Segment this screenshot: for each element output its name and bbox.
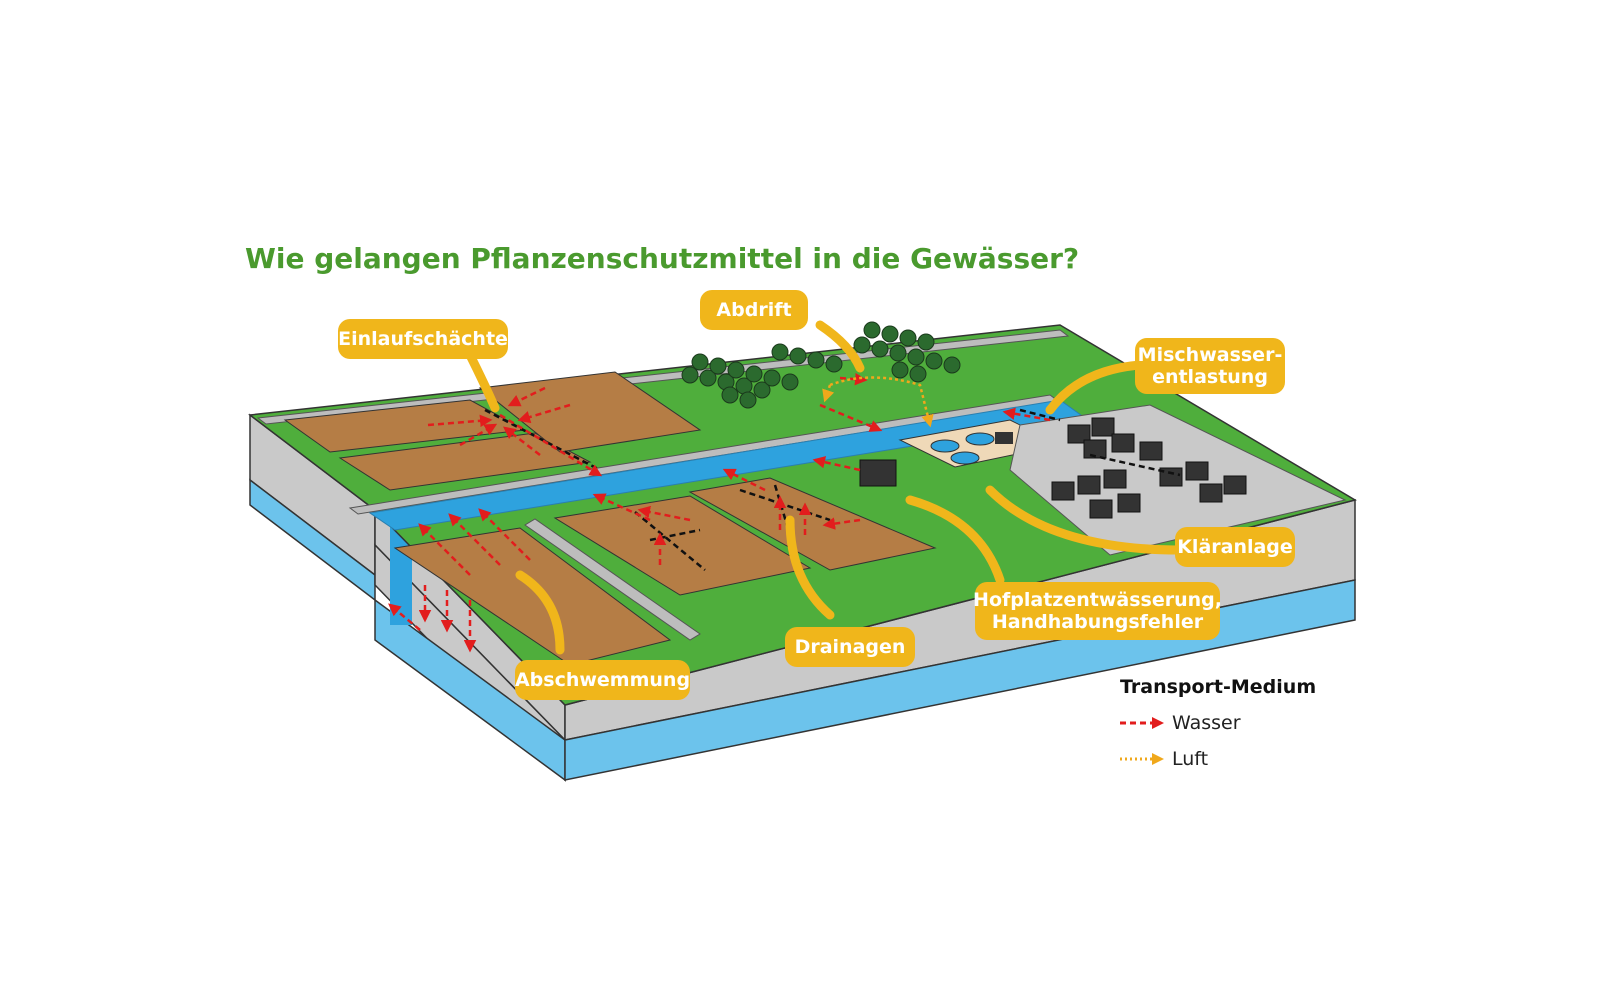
- callout-mischwasserentlastung: Mischwasser- entlastung: [1135, 338, 1285, 394]
- air-arrows: [822, 376, 934, 428]
- callout-einlaufschaechte: Einlaufschächte: [338, 319, 508, 359]
- settlement: [859, 404, 1347, 556]
- callout-mischwasser-line2: entlastung: [1152, 366, 1268, 388]
- callout-hofplatz-line1: Hofplatzentwässerung,: [973, 589, 1222, 611]
- orchard-trees: [681, 321, 961, 409]
- legend-title: Transport-Medium: [1120, 676, 1317, 698]
- callout-abschwemmung: Abschwemmung: [515, 660, 690, 700]
- legend-item-wasser: Wasser: [1120, 712, 1241, 734]
- callout-leaders: [465, 320, 1185, 655]
- legend-label-wasser: Wasser: [1172, 712, 1241, 734]
- callout-hofplatzentwaesserung: Hofplatzentwässerung, Handhabungsfehler: [973, 582, 1222, 640]
- fields-front: [393, 477, 937, 666]
- callout-klaeranlage: Kläranlage: [1175, 527, 1295, 567]
- legend-item-luft: Luft: [1120, 748, 1208, 770]
- callout-abdrift: Abdrift: [700, 290, 808, 330]
- callout-mischwasser-line1: Mischwasser-: [1137, 344, 1283, 366]
- orange-dotted-arrow-icon: [1120, 753, 1164, 765]
- water-arrows: [388, 372, 1051, 653]
- callout-hofplatz-line2: Handhabungsfehler: [991, 611, 1204, 633]
- red-dashed-arrow-icon: [1120, 717, 1164, 729]
- legend-label-luft: Luft: [1172, 748, 1209, 770]
- callout-drainagen: Drainagen: [785, 627, 915, 667]
- page-title: Wie gelangen Pflanzenschutzmittel in die…: [245, 242, 1080, 275]
